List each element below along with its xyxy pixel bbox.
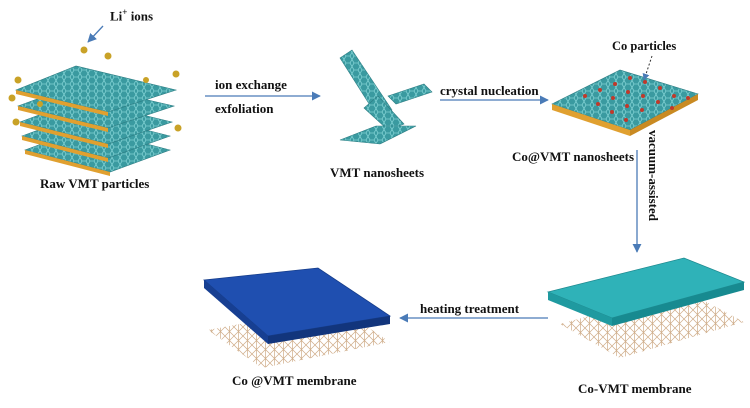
nanosheet: [387, 83, 433, 105]
li-ion: [143, 77, 149, 83]
crystal-nucleation-label: crystal nucleation: [440, 83, 539, 98]
li-ion: [104, 52, 112, 60]
li-ion: [80, 46, 88, 54]
vmt-nanosheets-label: VMT nanosheets: [330, 165, 425, 180]
li-ion: [37, 101, 43, 107]
co-at-vmt-membrane-label: Co @VMT membrane: [232, 373, 357, 388]
co-vmt-membrane: [546, 257, 746, 358]
li-ion: [172, 70, 180, 78]
li-ion: [14, 76, 22, 84]
li-ion: [174, 124, 182, 132]
co-at-vmt-membrane: [203, 267, 392, 368]
ion-exchange-label: ion exchange: [215, 77, 287, 92]
co-particles-pointer: [642, 55, 653, 81]
heating-treatment-label: heating treatment: [420, 301, 520, 316]
li-ion: [12, 118, 20, 126]
li-ions-pointer-arrow: [87, 25, 104, 43]
exfoliation-label: exfoliation: [215, 101, 274, 116]
nanosheet: [339, 125, 417, 145]
vacuum-assisted-label: vacuum-assisted: [646, 130, 661, 222]
co-particles-label: Co particles: [612, 39, 677, 53]
li-ion: [8, 94, 16, 102]
ions-text: ions: [127, 8, 154, 24]
li-text: Li: [110, 8, 123, 24]
vmt-layer: [15, 65, 178, 116]
raw-vmt-particles-label: Raw VMT particles: [40, 176, 150, 191]
li-superscript: +: [122, 7, 128, 17]
li-ions-label: Li+ ions: [110, 7, 154, 24]
vmt-nanosheets: [339, 49, 433, 145]
nanosheet: [363, 95, 405, 131]
co-vmt-nanosheets-label: Co@VMT nanosheets: [512, 149, 635, 164]
co-particles: [583, 76, 690, 122]
co-vmt-membrane-label: Co-VMT membrane: [578, 381, 692, 396]
co-vmt-nanosheet: [551, 69, 699, 136]
raw-vmt-particles: [8, 46, 182, 176]
